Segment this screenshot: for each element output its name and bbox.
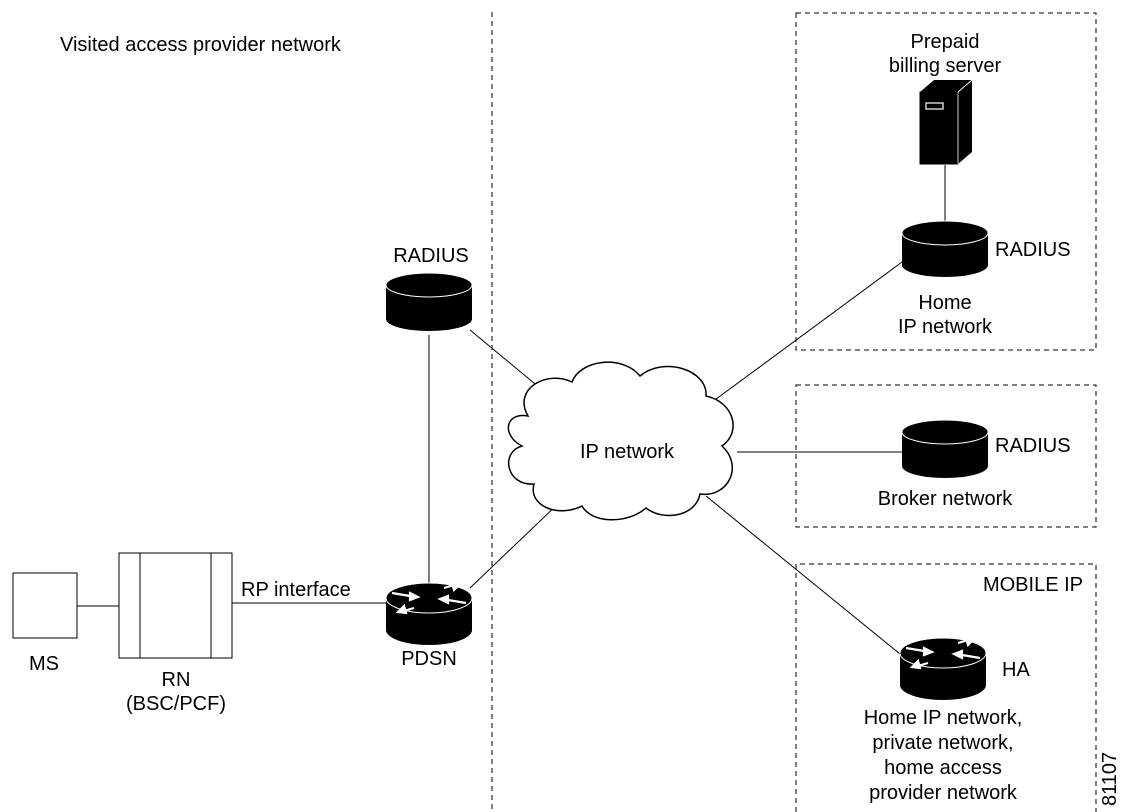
rn-label-line1: RN bbox=[162, 669, 191, 691]
broker-network-label: Broker network bbox=[878, 488, 1013, 510]
rn-label-line2: (BSC/PCF) bbox=[126, 693, 226, 715]
broker-radius-label: RADIUS bbox=[995, 435, 1071, 457]
ms-box bbox=[12, 572, 78, 639]
ha-router-icon bbox=[899, 636, 987, 700]
broker-radius-database-icon bbox=[901, 419, 989, 478]
pdsn-router-icon bbox=[385, 581, 473, 645]
home-radius-database-icon bbox=[901, 220, 989, 277]
prepaid-server-icon bbox=[919, 79, 973, 165]
ha-desc-line3: home access bbox=[884, 757, 1002, 779]
visited-radius-label: RADIUS bbox=[393, 245, 469, 267]
ha-desc-line4: provider network bbox=[869, 782, 1018, 804]
home-ip-label-line2: IP network bbox=[898, 316, 993, 338]
visited-radius-database-icon bbox=[385, 272, 473, 331]
home-ip-label-line1: Home bbox=[918, 292, 971, 314]
ha-desc-line1: Home IP network, bbox=[864, 707, 1023, 729]
home-radius-label: RADIUS bbox=[995, 239, 1071, 261]
ms-label: MS bbox=[29, 653, 59, 675]
prepaid-label-line1: Prepaid bbox=[911, 31, 980, 53]
ip-network-cloud-icon bbox=[507, 361, 734, 521]
link-cloud-ha bbox=[705, 495, 901, 655]
mobile-ip-label: MOBILE IP bbox=[983, 574, 1083, 596]
ha-label: HA bbox=[1002, 659, 1030, 681]
rn-box bbox=[118, 552, 233, 659]
prepaid-label-line2: billing server bbox=[889, 55, 1002, 77]
ip-network-label: IP network bbox=[580, 441, 675, 463]
pdsn-label: PDSN bbox=[401, 648, 457, 670]
visited-network-label: Visited access provider network bbox=[60, 34, 342, 56]
figure-id-label: 81107 bbox=[1099, 752, 1121, 806]
link-pdsn-cloud bbox=[469, 499, 563, 589]
broker-network-box bbox=[795, 384, 1097, 528]
home-ip-network-box bbox=[795, 12, 1097, 351]
link-cloud-home-radius bbox=[707, 261, 903, 406]
ha-desc-line2: private network, bbox=[872, 732, 1013, 754]
mobile-ip-box bbox=[795, 563, 1097, 812]
rp-interface-label: RP interface bbox=[241, 579, 351, 601]
